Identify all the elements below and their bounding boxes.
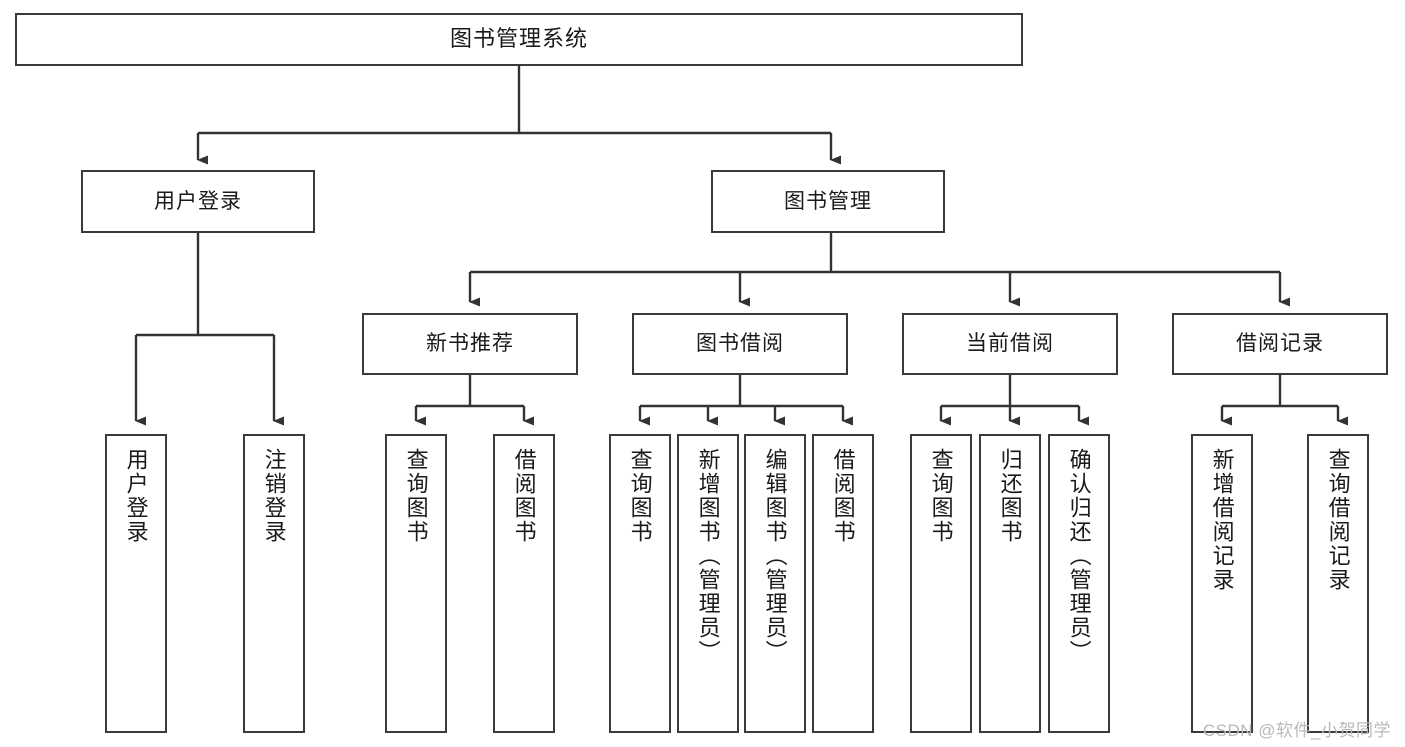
- node-book-manage-label: 图书管理: [784, 189, 872, 213]
- node-leaf-bb-query-book-label: 查询图书: [627, 448, 653, 544]
- node-book-manage[interactable]: 图书管理: [711, 170, 945, 233]
- node-leaf-bb-edit-book-label: 编辑图书（管理员）: [762, 448, 788, 664]
- node-leaf-cb-return-book[interactable]: 归还图书: [979, 434, 1041, 733]
- node-borrow-record[interactable]: 借阅记录: [1172, 313, 1388, 375]
- node-leaf-bb-borrow-book[interactable]: 借阅图书: [812, 434, 874, 733]
- node-leaf-logout-label: 注销登录: [261, 448, 287, 544]
- node-leaf-user-login[interactable]: 用户登录: [105, 434, 167, 733]
- node-user-login-label: 用户登录: [154, 189, 242, 213]
- node-leaf-br-add-record[interactable]: 新增借阅记录: [1191, 434, 1253, 733]
- node-user-login[interactable]: 用户登录: [81, 170, 315, 233]
- node-root-system-label: 图书管理系统: [449, 26, 588, 52]
- node-leaf-nb-borrow-book[interactable]: 借阅图书: [493, 434, 555, 733]
- node-leaf-nb-query-book[interactable]: 查询图书: [385, 434, 447, 733]
- node-leaf-br-query-record-label: 查询借阅记录: [1325, 448, 1351, 592]
- watermark-text: CSDN @软件_小贺同学: [1202, 721, 1391, 740]
- node-leaf-cb-confirm-return-label: 确认归还（管理员）: [1066, 448, 1092, 664]
- node-leaf-br-query-record[interactable]: 查询借阅记录: [1307, 434, 1369, 733]
- node-leaf-cb-confirm-return[interactable]: 确认归还（管理员）: [1048, 434, 1110, 733]
- node-leaf-cb-query-book[interactable]: 查询图书: [910, 434, 972, 733]
- node-leaf-user-login-label: 用户登录: [123, 448, 149, 544]
- node-leaf-bb-query-book[interactable]: 查询图书: [609, 434, 671, 733]
- node-new-book-recommend-label: 新书推荐: [426, 332, 514, 356]
- node-current-borrow[interactable]: 当前借阅: [902, 313, 1118, 375]
- node-leaf-nb-borrow-book-label: 借阅图书: [511, 448, 537, 544]
- node-borrow-record-label: 借阅记录: [1236, 332, 1324, 356]
- node-current-borrow-label: 当前借阅: [966, 332, 1054, 356]
- node-leaf-bb-add-book[interactable]: 新增图书（管理员）: [677, 434, 739, 733]
- node-leaf-logout[interactable]: 注销登录: [243, 434, 305, 733]
- node-leaf-nb-query-book-label: 查询图书: [403, 448, 429, 544]
- node-root-system[interactable]: 图书管理系统: [15, 13, 1023, 66]
- node-leaf-bb-add-book-label: 新增图书（管理员）: [695, 448, 721, 664]
- node-leaf-bb-edit-book[interactable]: 编辑图书（管理员）: [744, 434, 806, 733]
- node-book-borrow-label: 图书借阅: [696, 332, 784, 356]
- node-leaf-cb-query-book-label: 查询图书: [928, 448, 954, 544]
- node-new-book-recommend[interactable]: 新书推荐: [362, 313, 578, 375]
- node-leaf-br-add-record-label: 新增借阅记录: [1209, 448, 1235, 592]
- node-book-borrow[interactable]: 图书借阅: [632, 313, 848, 375]
- node-leaf-bb-borrow-book-label: 借阅图书: [830, 448, 856, 544]
- node-leaf-cb-return-book-label: 归还图书: [997, 448, 1023, 544]
